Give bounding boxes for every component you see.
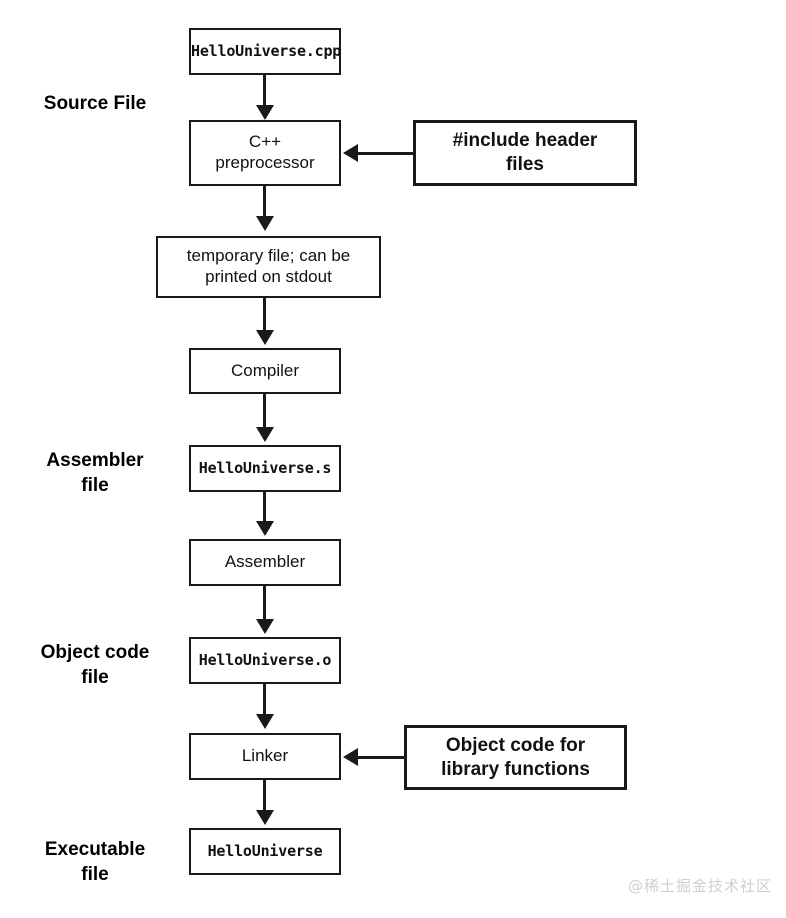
node-label: HelloUniverse.cpp — [191, 42, 342, 61]
edge-linker-to-exe-line — [263, 780, 266, 812]
node-hellouniverse-exe[interactable]: HelloUniverse — [189, 828, 341, 875]
node-label: HelloUniverse — [207, 842, 323, 861]
node-label: Object code for library functions — [441, 734, 590, 780]
edge-o-to-linker-line — [263, 684, 266, 716]
edge-temp-to-compiler-line — [263, 298, 266, 333]
side-label-source-file: Source File — [43, 93, 147, 114]
edge-cpp-to-preprocessor-line — [263, 75, 266, 108]
edge-temp-to-compiler-arrow — [256, 330, 274, 345]
node-assembler[interactable]: Assembler — [189, 539, 341, 586]
node-label: temporary file; can be printed on stdout — [186, 246, 351, 286]
edge-assembler-to-o-arrow — [256, 619, 274, 634]
node-hellouniverse-cpp[interactable]: HelloUniverse.cpp — [189, 28, 341, 75]
edge-library-to-linker-line — [358, 756, 404, 759]
node-temporary-file[interactable]: temporary file; can be printed on stdout — [156, 236, 381, 298]
node-object-code-library[interactable]: Object code for library functions — [404, 725, 627, 790]
edge-assembler-to-o-line — [263, 586, 266, 621]
node-label: C++ preprocessor — [215, 132, 315, 172]
node-hellouniverse-s[interactable]: HelloUniverse.s — [189, 445, 341, 492]
edge-preprocessor-to-temp-arrow — [256, 216, 274, 231]
side-label-object-code-file: Object code file — [40, 642, 150, 688]
node-linker[interactable]: Linker — [189, 733, 341, 780]
edge-o-to-linker-arrow — [256, 714, 274, 729]
node-cpp-preprocessor[interactable]: C++ preprocessor — [189, 120, 341, 186]
watermark: @稀土掘金技术社区 — [627, 877, 772, 895]
node-hellouniverse-o[interactable]: HelloUniverse.o — [189, 637, 341, 684]
edge-preprocessor-to-temp-line — [263, 186, 266, 219]
node-label: Linker — [241, 746, 289, 766]
edge-compiler-to-s-line — [263, 394, 266, 429]
node-label: HelloUniverse.o — [198, 651, 332, 670]
edge-cpp-to-preprocessor-arrow — [256, 105, 274, 120]
edge-linker-to-exe-arrow — [256, 810, 274, 825]
edge-compiler-to-s-arrow — [256, 427, 274, 442]
node-label: HelloUniverse.s — [198, 459, 332, 478]
edge-library-to-linker-arrow — [343, 748, 358, 766]
node-label: #include header files — [452, 130, 598, 175]
node-include-header-files[interactable]: #include header files — [413, 120, 637, 186]
side-label-assembler-file: Assembler file — [46, 450, 144, 496]
node-label: Compiler — [230, 360, 300, 380]
edge-include-to-preprocessor-arrow — [343, 144, 358, 162]
edge-s-to-assembler-line — [263, 492, 266, 524]
side-label-executable-file: Executable file — [44, 839, 146, 885]
edge-s-to-assembler-arrow — [256, 521, 274, 536]
node-label: Assembler — [224, 552, 306, 572]
edge-include-to-preprocessor-line — [358, 152, 413, 155]
node-compiler[interactable]: Compiler — [189, 348, 341, 394]
